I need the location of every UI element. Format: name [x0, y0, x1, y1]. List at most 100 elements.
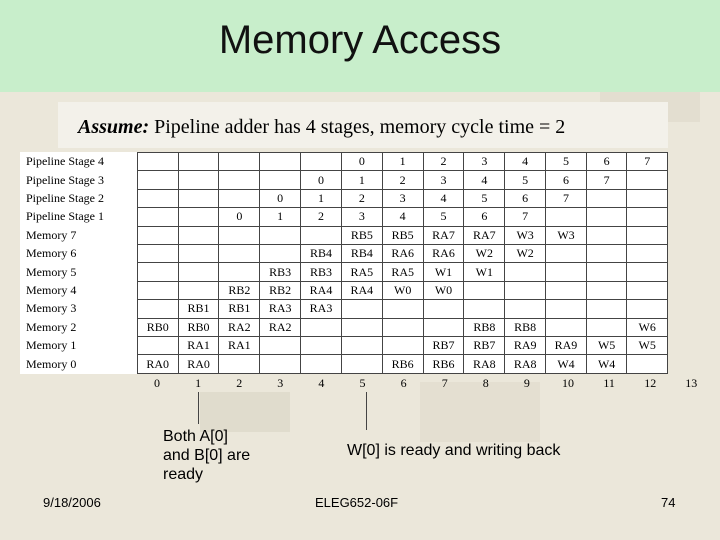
footer-page: 74 [661, 495, 676, 510]
table-cell: 4 [504, 151, 547, 172]
table-cell: RA7 [463, 225, 506, 246]
row-label: Memory 2 [26, 319, 77, 334]
row-label: Pipeline Stage 3 [26, 172, 104, 187]
table-cell [177, 188, 220, 209]
table-cell: 1 [381, 151, 424, 172]
table-cell: 2 [340, 188, 383, 209]
table-cell: 3 [422, 170, 465, 190]
table-cell [136, 262, 179, 282]
table-cell [545, 207, 587, 227]
table-cell [463, 299, 506, 319]
table-cell [259, 225, 302, 246]
axis-tick-label: 4 [318, 376, 325, 390]
table-cell: 1 [340, 170, 383, 190]
table-cell: RB7 [463, 336, 506, 356]
table-cell: 5 [463, 188, 506, 209]
table-cell: W6 [626, 317, 668, 338]
subtitle-text: Pipeline adder has 4 stages, memory cycl… [149, 116, 566, 138]
axis-tick-label: 5 [359, 376, 366, 390]
table-cell: RA2 [218, 317, 261, 338]
table-cell: W4 [545, 354, 587, 374]
table-cell [218, 262, 261, 282]
table-cell [177, 151, 220, 172]
table-cell: W0 [422, 280, 465, 301]
table-cell [136, 280, 179, 301]
table-cell: W5 [626, 336, 668, 356]
table-cell: RA8 [504, 354, 547, 374]
table-cell: RB2 [218, 280, 261, 301]
table-cell [177, 170, 220, 190]
table-cell: RB5 [340, 225, 383, 246]
table-cell [545, 299, 587, 319]
axis-tick-label: 13 [685, 376, 698, 390]
table-cell: 4 [463, 170, 506, 190]
table-cell [177, 225, 220, 246]
table-cell: 2 [422, 151, 465, 172]
table-cell: 3 [381, 188, 424, 209]
row-label: Pipeline Stage 4 [26, 154, 104, 169]
table-cell: RB3 [259, 262, 302, 282]
table-cell [585, 317, 628, 338]
table-cell [177, 244, 220, 264]
table-cell: RB6 [422, 354, 465, 374]
table-cell: RB0 [177, 317, 220, 338]
table-cell: RA3 [300, 299, 342, 319]
table-cell [177, 262, 220, 282]
table-cell: RA5 [381, 262, 424, 282]
table-cell [136, 151, 179, 172]
table-cell [626, 225, 668, 246]
table-cell [504, 262, 547, 282]
arrow-line-left [198, 392, 199, 424]
axis-tick-label: 8 [482, 376, 489, 390]
note-writeback: W[0] is ready and writing back [347, 442, 561, 459]
table-cell: 5 [545, 151, 587, 172]
table-cell: 4 [381, 207, 424, 227]
table-cell: 0 [300, 170, 342, 190]
table-cell [259, 170, 302, 190]
table-cell: 3 [340, 207, 383, 227]
table-cell: 2 [300, 207, 342, 227]
table-cell: RA8 [463, 354, 506, 374]
table-cell [545, 280, 587, 301]
table-cell: RA1 [177, 336, 220, 356]
table-cell: RA1 [218, 336, 261, 356]
table-cell: W2 [504, 244, 547, 264]
table-cell: W0 [381, 280, 424, 301]
table-cell: 2 [381, 170, 424, 190]
table-cell: 7 [626, 151, 668, 172]
table-cell [218, 170, 261, 190]
table-cell: RA6 [381, 244, 424, 264]
row-label: Memory 4 [26, 283, 77, 298]
table-cell [585, 244, 628, 264]
table-cell [300, 317, 342, 338]
table-cell [259, 244, 302, 264]
table-cell [626, 354, 668, 374]
table-cell: 6 [545, 170, 587, 190]
table-cell: W3 [545, 225, 587, 246]
table-cell: RB6 [381, 354, 424, 374]
table-cell [300, 336, 342, 356]
table-cell: 6 [585, 151, 628, 172]
axis-tick-label: 12 [644, 376, 657, 390]
row-label: Pipeline Stage 1 [26, 209, 104, 224]
table-cell [585, 299, 628, 319]
table-cell: RB0 [136, 317, 179, 338]
table-cell: 1 [300, 188, 342, 209]
table-cell: RB1 [177, 299, 220, 319]
row-label: Memory 1 [26, 338, 77, 353]
table-cell [136, 244, 179, 264]
row-label: Pipeline Stage 2 [26, 191, 104, 206]
table-cell [626, 188, 668, 209]
note-ready-line3: ready [163, 466, 204, 483]
table-cell: RB3 [300, 262, 342, 282]
table-cell: 4 [422, 188, 465, 209]
table-cell [422, 317, 465, 338]
